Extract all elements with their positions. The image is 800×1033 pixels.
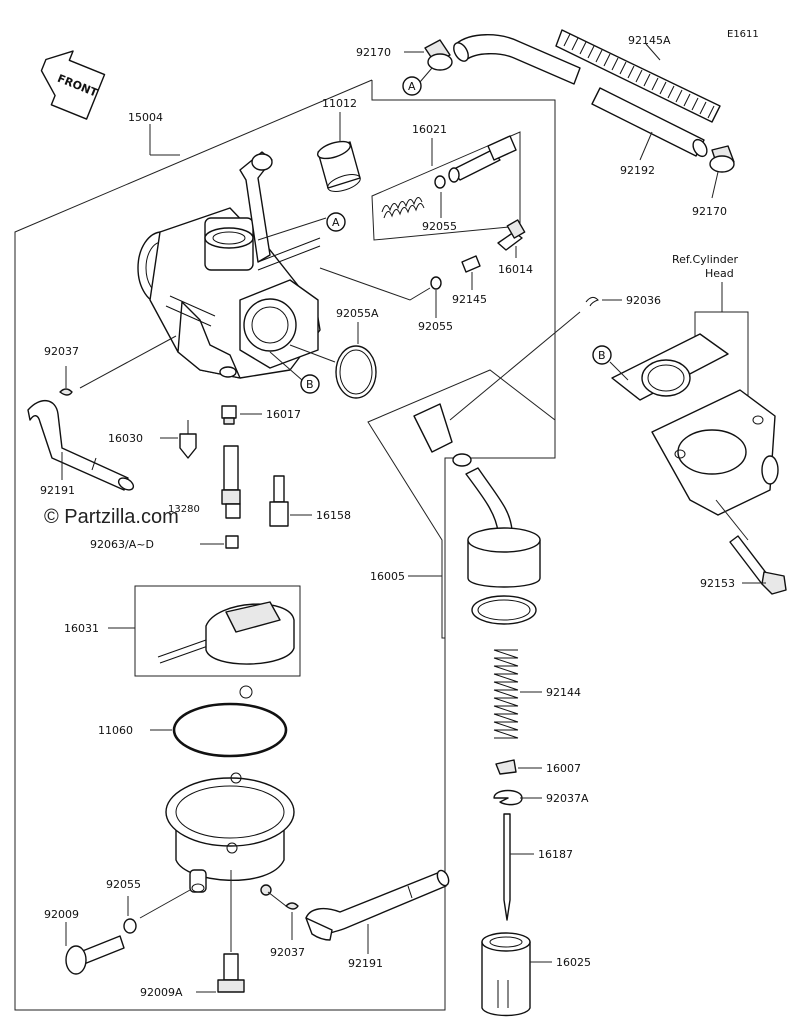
- part-92192: [591, 87, 708, 158]
- label-11012: 11012: [322, 97, 357, 110]
- float-bowl: [165, 772, 295, 896]
- label-15004: 15004: [128, 111, 163, 124]
- diagram-code: E1611: [727, 29, 759, 40]
- hose-top-upper: [453, 34, 581, 85]
- part-92063: [225, 535, 239, 549]
- label-92144: 92144: [546, 686, 581, 699]
- label-92036: 92036: [626, 294, 661, 307]
- part-92191-bottom: [305, 869, 450, 941]
- label-16005: 16005: [370, 570, 405, 583]
- label-16007: 16007: [546, 762, 581, 775]
- label-16187: 16187: [538, 848, 573, 861]
- label-16030: 16030: [108, 432, 143, 445]
- label-92055-top: 92055: [422, 220, 457, 233]
- part-16005: [413, 403, 541, 625]
- callout-b-body: B: [306, 378, 314, 391]
- callout-b-intake: B: [598, 349, 606, 362]
- part-16021: [381, 135, 517, 219]
- part-16007: [495, 759, 517, 775]
- part-92170-right: [709, 145, 735, 173]
- carburetor-body: [137, 151, 321, 379]
- part-11012: [316, 140, 361, 192]
- callout-a-body: A: [332, 216, 340, 229]
- part-92037-bottom: [285, 902, 299, 910]
- callout-a-hose: A: [408, 80, 416, 93]
- label-92192: 92192: [620, 164, 655, 177]
- part-92009: [65, 935, 125, 975]
- part-16014: [497, 219, 526, 251]
- subframe-16031: [134, 585, 301, 677]
- part-16025: [481, 932, 531, 1017]
- watermark: © Partzilla.com: [44, 506, 179, 528]
- label-92191-bottom: 92191: [348, 957, 383, 970]
- label-16017: 16017: [266, 408, 301, 421]
- label-92055-mid: 92055: [418, 320, 453, 333]
- oring-92055a: [335, 345, 377, 399]
- label-92055a: 92055A: [336, 307, 379, 320]
- label-16031: 16031: [64, 622, 99, 635]
- label-92037-left: 92037: [44, 345, 79, 358]
- label-92063: 92063/A~D: [90, 538, 154, 551]
- oring-92055-bottom: [123, 918, 137, 934]
- part-16158: [269, 475, 289, 527]
- part-11060: [172, 702, 288, 758]
- label-16158: 16158: [316, 509, 351, 522]
- part-16187: [503, 813, 511, 921]
- part-92170-top: [424, 39, 453, 71]
- label-16014: 16014: [498, 263, 533, 276]
- label-92153: 92153: [700, 577, 735, 590]
- part-16031: [157, 601, 295, 665]
- ref-note-line2: Head: [705, 267, 734, 280]
- label-16021: 16021: [412, 123, 447, 136]
- label-92009: 92009: [44, 908, 79, 921]
- part-92037a: [493, 789, 523, 806]
- part-92153: [729, 535, 787, 595]
- label-92191-left: 92191: [40, 484, 75, 497]
- part-92191-left: [27, 400, 135, 491]
- ref-note-line1: Ref.Cylinder: [672, 253, 739, 266]
- label-92170-right: 92170: [692, 205, 727, 218]
- label-11060: 11060: [98, 724, 133, 737]
- subframe-16005: [367, 369, 556, 639]
- part-92145: [461, 255, 481, 273]
- part-92037-left: [59, 388, 73, 396]
- part-92144: [493, 649, 519, 739]
- label-92145: 92145: [452, 293, 487, 306]
- label-92055-bottom: 92055: [106, 878, 141, 891]
- part-16030: [179, 420, 197, 459]
- front-arrow-icon: FRONT: [40, 50, 106, 120]
- label-92145a: 92145A: [628, 34, 671, 47]
- part-92145a: [555, 29, 721, 123]
- label-92037-bottom: 92037: [270, 946, 305, 959]
- label-13280: 13280: [168, 504, 200, 515]
- intake-manifold: [611, 333, 779, 516]
- part-92009a: [217, 953, 245, 993]
- label-92037a: 92037A: [546, 792, 589, 805]
- part-92036: [585, 296, 599, 307]
- oring-92055-mid: [430, 276, 442, 290]
- label-92170-top: 92170: [356, 46, 391, 59]
- part-13280: [221, 445, 241, 519]
- label-16025: 16025: [556, 956, 591, 969]
- label-92009a: 92009A: [140, 986, 183, 999]
- part-16017: [221, 405, 237, 419]
